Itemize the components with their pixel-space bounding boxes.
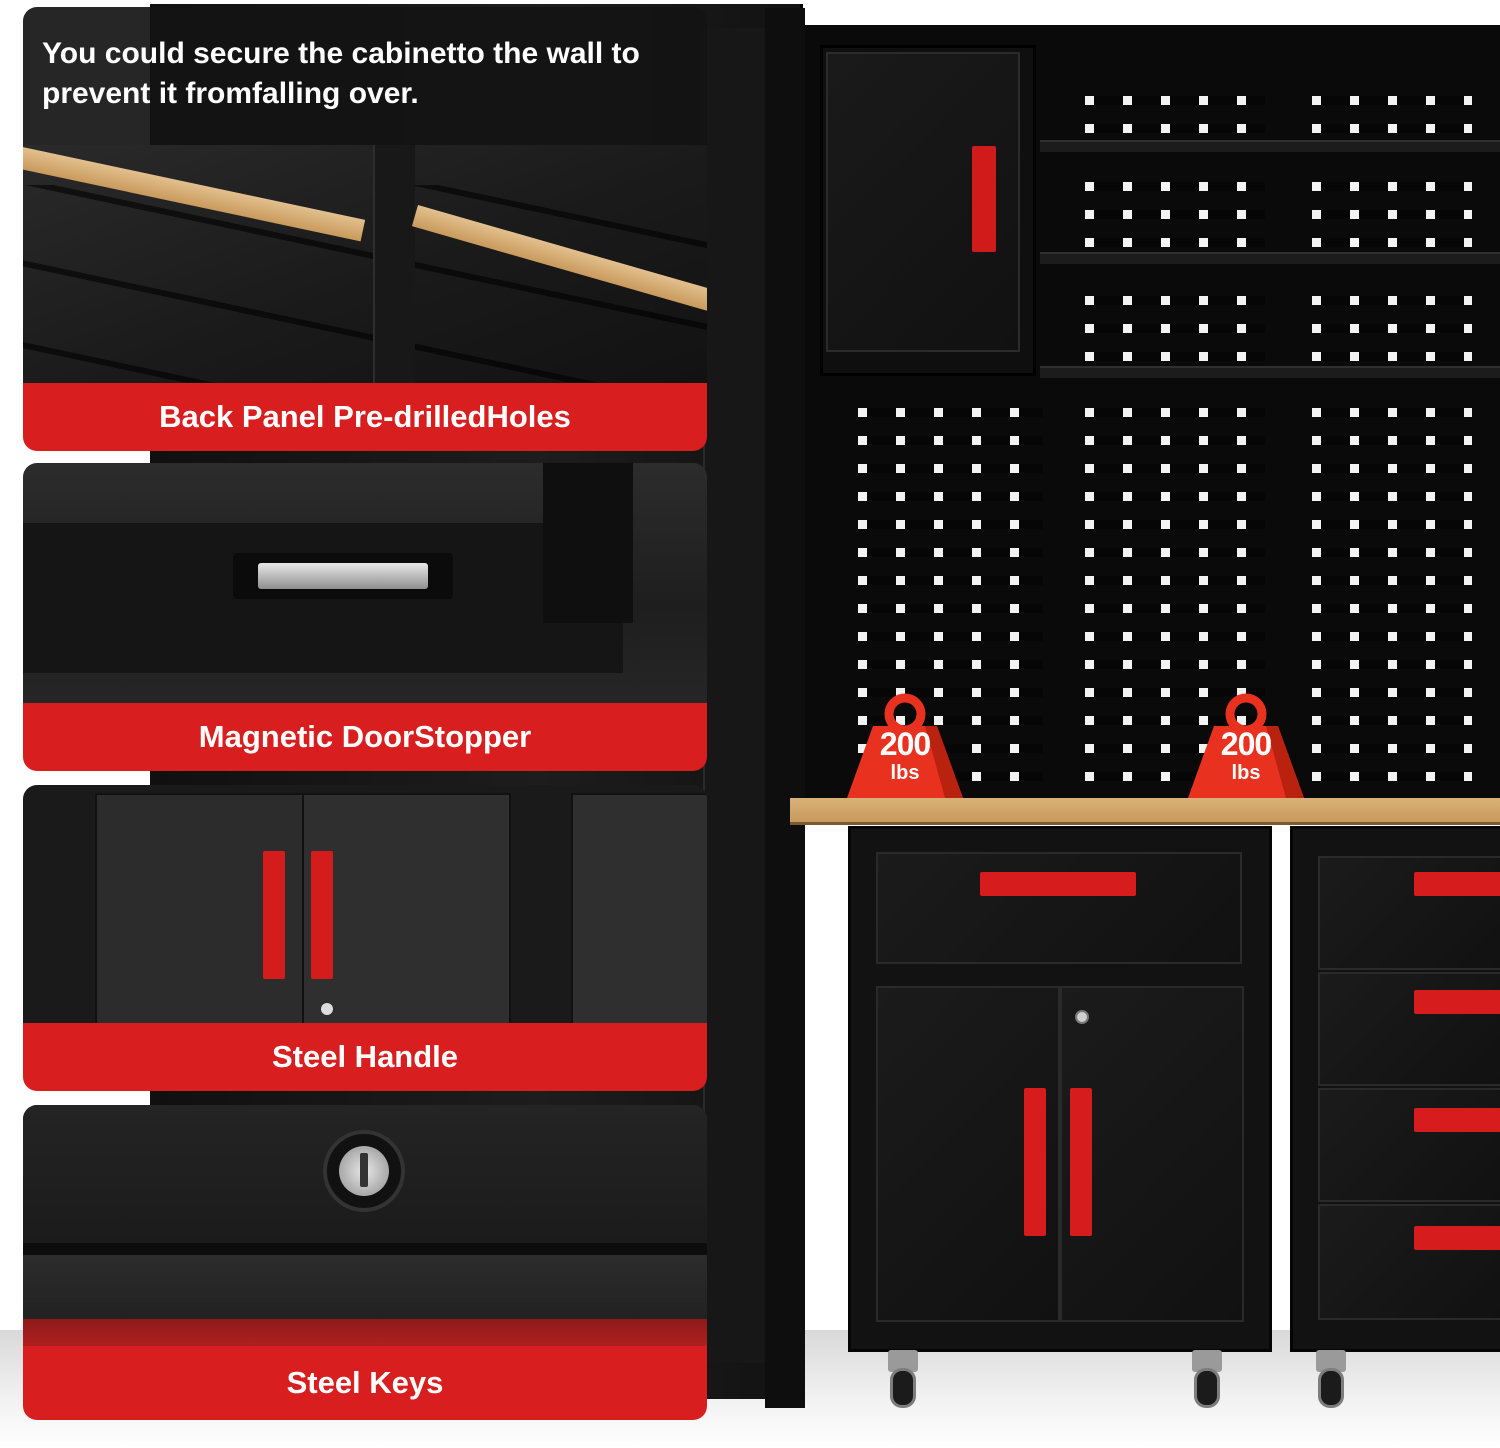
magnetic-stopper-photo: [23, 463, 707, 703]
drawer-handle: [980, 872, 1136, 896]
pegboard-holes: [1312, 182, 1472, 252]
locker-side-trim: [703, 28, 765, 1363]
steel-keys-photo: [23, 1105, 707, 1346]
pegboard-holes: [1085, 408, 1265, 788]
shelf: [1040, 366, 1500, 378]
pegboard-holes: [858, 408, 1043, 788]
caster-wheel: [1312, 1350, 1350, 1410]
cabinet-door-left: [876, 986, 1060, 1322]
drawer: [876, 852, 1242, 964]
pegboard-holes: [1312, 408, 1472, 788]
feature-label-steel-keys: Steel Keys: [23, 1346, 707, 1420]
weight-icon: [1188, 693, 1304, 798]
frame-upright: [765, 8, 805, 1408]
shelf: [1040, 252, 1500, 264]
caster-wheel: [1188, 1350, 1226, 1410]
weight-value: 200: [1220, 726, 1272, 762]
pegboard-holes: [1085, 296, 1265, 366]
drawer-handle: [1414, 1226, 1500, 1250]
weight-value: 200: [879, 726, 931, 762]
wooden-bench-top: [790, 798, 1500, 825]
wall-cabinet-handle: [972, 146, 996, 252]
drawer-handle: [1414, 872, 1500, 896]
caster-wheel: [884, 1350, 922, 1410]
shelf: [1040, 140, 1500, 152]
weight-unit: lbs: [890, 762, 920, 784]
pegboard-holes: [1085, 96, 1265, 141]
drawer: [1318, 1204, 1500, 1320]
door-handle: [1070, 1088, 1092, 1236]
weight-unit: lbs: [1231, 762, 1261, 784]
wall-secure-tip: You could secure the cabinetto the wall …: [42, 37, 640, 110]
keyhole-icon: [1075, 1010, 1089, 1024]
feature-label-magnetic-stopper: Magnetic DoorStopper: [23, 703, 707, 771]
weight-badge: 200 lbs: [1186, 692, 1306, 802]
pegboard-holes: [1312, 96, 1472, 141]
drawer-handle: [1414, 990, 1500, 1014]
pegboard-holes: [1085, 182, 1265, 252]
back-panel-photo: [23, 145, 707, 383]
weight-icon: [847, 693, 963, 798]
drawer-handle: [1414, 1108, 1500, 1132]
weight-badge: 200 lbs: [845, 692, 965, 802]
pegboard-holes: [1312, 296, 1472, 366]
feature-label-back-panel: Back Panel Pre-drilledHoles: [23, 383, 707, 451]
feature-label-steel-handle: Steel Handle: [23, 1023, 707, 1091]
drawer: [1318, 1088, 1500, 1202]
tip-panel: [23, 7, 707, 145]
steel-handle-photo: [23, 785, 707, 1023]
door-handle: [1024, 1088, 1046, 1236]
